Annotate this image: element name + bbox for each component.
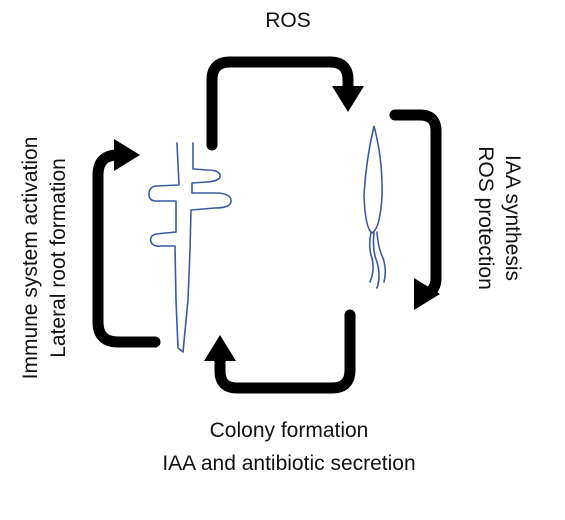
- arrow-bottom-to-plant: [204, 309, 356, 394]
- label-group-right: IAA synthesis ROS protection: [474, 146, 524, 290]
- label-iaa-synthesis: IAA synthesis: [501, 155, 524, 281]
- cycle-arrows: [92, 56, 442, 394]
- arrow-top-plant-to-bacterium: [206, 56, 364, 151]
- label-ros-protection: ROS protection: [474, 146, 497, 290]
- label-immune-system-activation: Immune system activation: [19, 137, 42, 380]
- arrow-right-bacterium-down: [389, 109, 442, 310]
- bacterium-icon: [363, 125, 387, 289]
- plant-root-icon: [148, 142, 232, 353]
- label-iaa-antibiotic-secretion: IAA and antibiotic secretion: [162, 452, 415, 475]
- label-group-left: Immune system activation Lateral root fo…: [19, 137, 70, 380]
- label-ros: ROS: [265, 9, 311, 32]
- arrow-left-up-to-plant: [92, 139, 161, 348]
- label-colony-formation: Colony formation: [210, 419, 369, 442]
- label-lateral-root-formation: Lateral root formation: [47, 158, 70, 358]
